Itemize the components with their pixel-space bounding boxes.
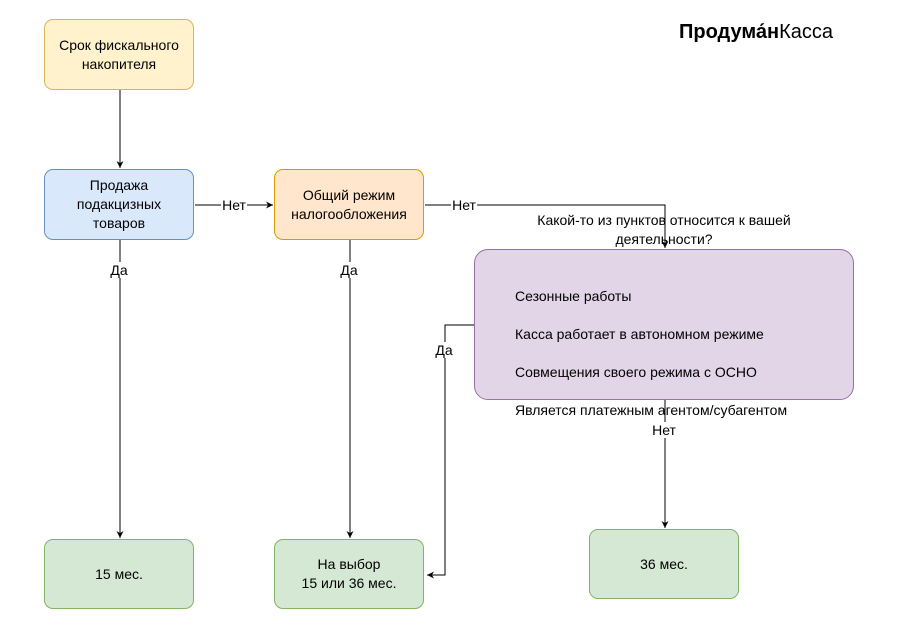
question-title: Какой-то из пунктов относится к вашей де… [537, 211, 791, 247]
node-osno: Общий режим налогообложения [274, 169, 424, 240]
question-item: Является платежным агентом/субагентом [515, 401, 788, 418]
node-result-15: 15 мес. [44, 539, 194, 609]
node-result-choice: На выбор 15 или 36 мес. [274, 539, 424, 609]
question-list: Сезонные работы Касса работает в автоном… [515, 268, 787, 439]
question-item: Сезонные работы [515, 287, 632, 304]
label-osno-no: Нет [451, 197, 477, 213]
label-question-yes: Да [434, 342, 454, 358]
label-excise-yes: Да [109, 262, 129, 278]
brand-regular: Касса [779, 21, 833, 43]
label-osno-yes: Да [339, 262, 359, 278]
node-result-36: 36 мес. [589, 529, 739, 599]
edge-question-to-choice [427, 324, 475, 579]
brand-logo: Продума́нКасса [679, 20, 833, 44]
label-question-no: Нет [651, 422, 677, 438]
node-question: Какой-то из пунктов относится к вашей де… [474, 212, 854, 418]
question-item: Касса работает в автономном режиме [515, 325, 764, 342]
label-excise-no: Нет [221, 197, 247, 213]
node-start: Срок фискального накопителя [44, 19, 194, 90]
brand-bold: Продума́н [679, 21, 780, 43]
edge-osno-to-question [425, 204, 669, 248]
node-excise: Продажа подакцизных товаров [44, 169, 194, 240]
question-item: Совмещения своего режима с ОСНО [515, 363, 757, 380]
